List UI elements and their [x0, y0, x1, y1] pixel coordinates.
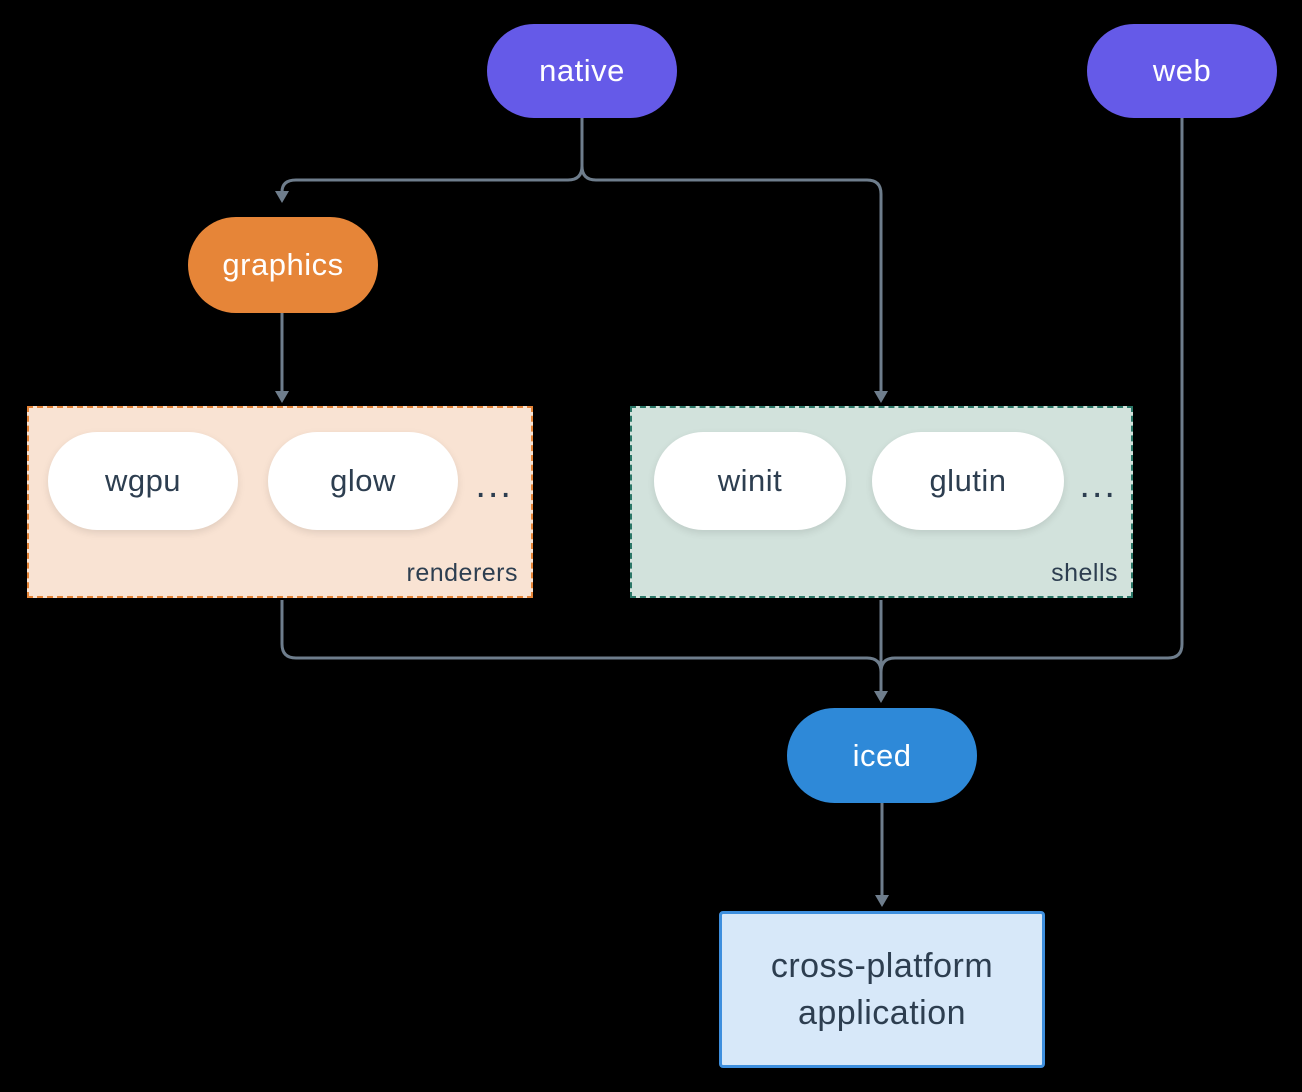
group-renderers: wgpu glow ... renderers [27, 406, 533, 598]
node-glutin-label: glutin [929, 463, 1007, 498]
group-shells: winit glutin ... shells [630, 406, 1133, 598]
node-glutin: glutin [872, 432, 1064, 530]
node-web-label: web [1152, 53, 1212, 88]
edge-renderers-to-merge [280, 600, 883, 673]
renderers-ellipsis: ... [475, 464, 513, 506]
node-native-label: native [539, 53, 625, 88]
edge-native-to-graphics [275, 118, 584, 203]
group-shells-label: shells [1051, 559, 1118, 587]
edge-native-to-shells [580, 118, 888, 403]
node-native: native [487, 24, 677, 118]
node-cross-platform-application: cross-platform application [719, 911, 1045, 1068]
node-graphics-label: graphics [222, 247, 344, 282]
node-wgpu: wgpu [48, 432, 238, 530]
app-box-line2: application [797, 993, 967, 1032]
node-graphics: graphics [188, 217, 378, 313]
node-iced: iced [787, 708, 977, 803]
node-winit: winit [654, 432, 846, 530]
group-renderers-label: renderers [406, 559, 518, 587]
app-box-line1: cross-platform [770, 946, 994, 985]
edge-web-to-merge [879, 118, 1184, 673]
shells-ellipsis: ... [1079, 464, 1117, 506]
node-web: web [1087, 24, 1277, 118]
node-glow-label: glow [330, 463, 396, 498]
node-iced-label: iced [852, 737, 912, 773]
node-wgpu-label: wgpu [104, 463, 182, 498]
node-winit-label: winit [717, 463, 783, 498]
node-glow: glow [268, 432, 458, 530]
